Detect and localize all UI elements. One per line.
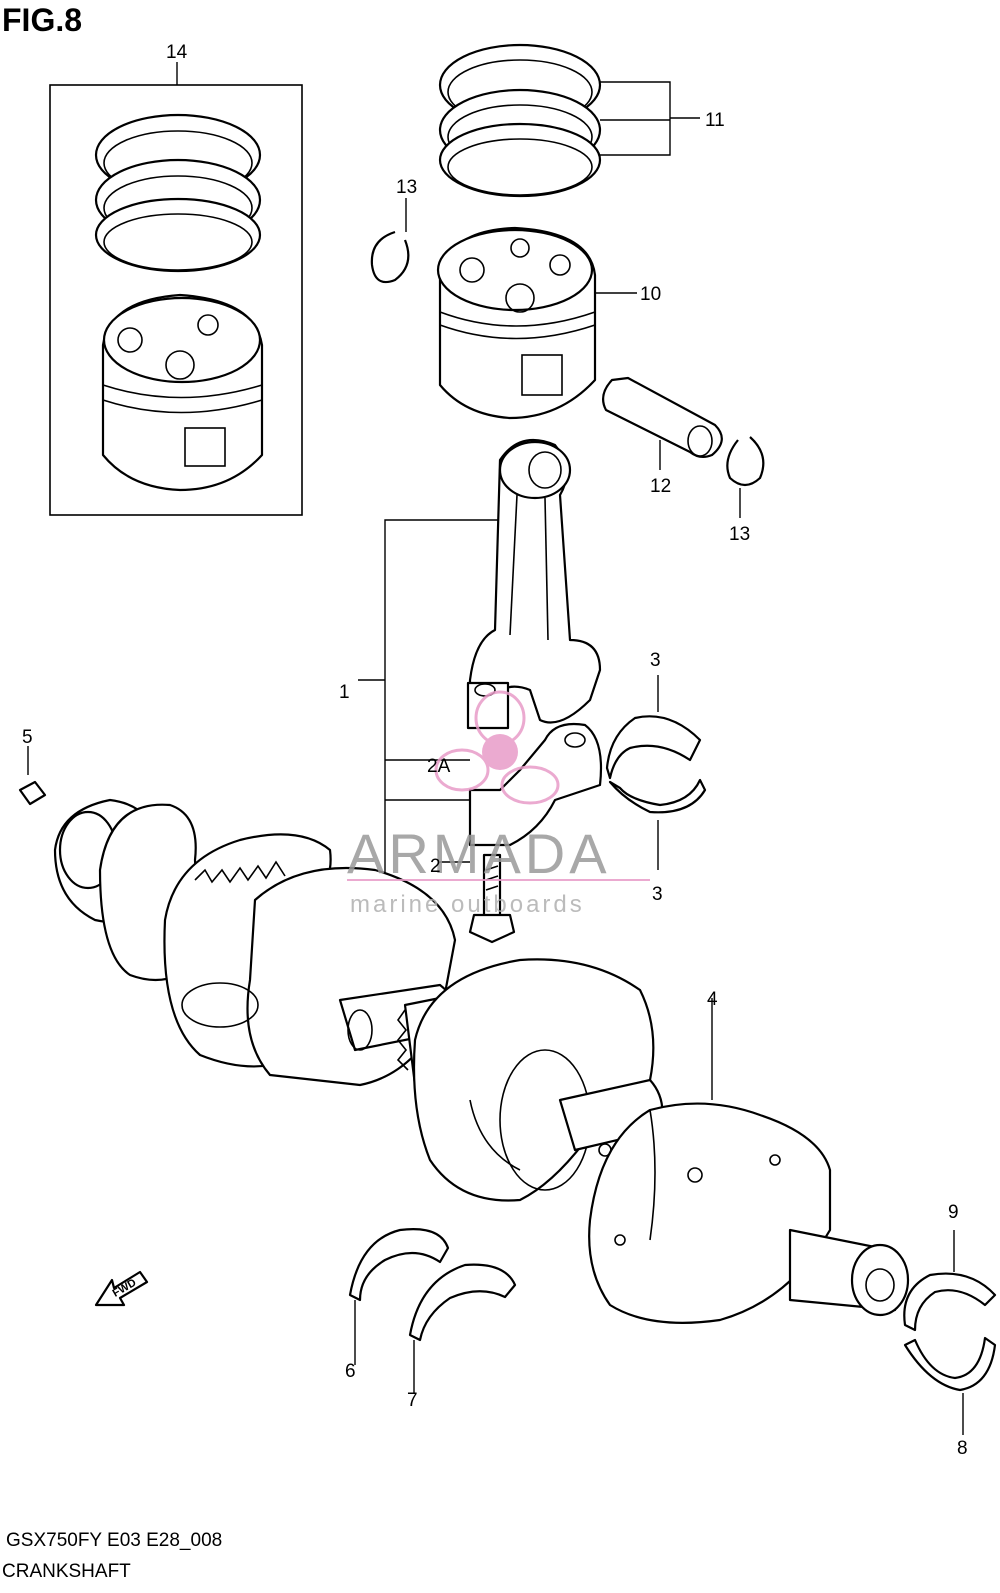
callout-5: 5 (22, 727, 33, 748)
propeller-logo-icon (434, 690, 560, 805)
figure-title: FIG.8 (2, 2, 83, 38)
callout-11: 11 (705, 110, 725, 131)
dowel-pin (18, 746, 47, 806)
section-name: CRANKSHAFT (2, 1561, 131, 1582)
callout-3-lower: 3 (652, 884, 663, 905)
callout-14: 14 (166, 42, 188, 63)
main-bearings (903, 1230, 997, 1435)
callout-9: 9 (948, 1202, 959, 1223)
callout-6: 6 (345, 1361, 356, 1382)
callout-3-upper: 3 (650, 650, 661, 671)
callout-4: 4 (707, 989, 718, 1010)
callout-10: 10 (640, 284, 661, 305)
callout-2a: 2A (427, 756, 451, 777)
connecting-rod (358, 438, 603, 944)
piston (436, 226, 637, 420)
thrust-bearings (348, 1228, 517, 1393)
callout-13-upper: 13 (396, 177, 417, 198)
model-code: GSX750FY E03 E28_008 (6, 1530, 223, 1551)
callout-1: 1 (339, 682, 350, 703)
callout-7: 7 (407, 1390, 418, 1411)
callout-8: 8 (957, 1438, 968, 1459)
callout-12: 12 (650, 476, 671, 497)
piston-set-box (49, 62, 303, 516)
forward-direction-arrow-icon: FWD (94, 1270, 149, 1307)
watermark-brand: ARMADA (347, 822, 611, 885)
callout-13-lower: 13 (729, 524, 750, 545)
circlip-upper (370, 198, 410, 284)
conrod-bearings (605, 675, 707, 870)
piston-rings (438, 43, 700, 198)
crankshaft (53, 798, 910, 1324)
piston-pin (601, 376, 723, 470)
callout-2: 2 (430, 856, 441, 877)
circlip-lower (726, 436, 765, 518)
watermark-tagline: marine outboards (350, 891, 585, 918)
watermark: ARMADA marine outboards (347, 690, 650, 918)
